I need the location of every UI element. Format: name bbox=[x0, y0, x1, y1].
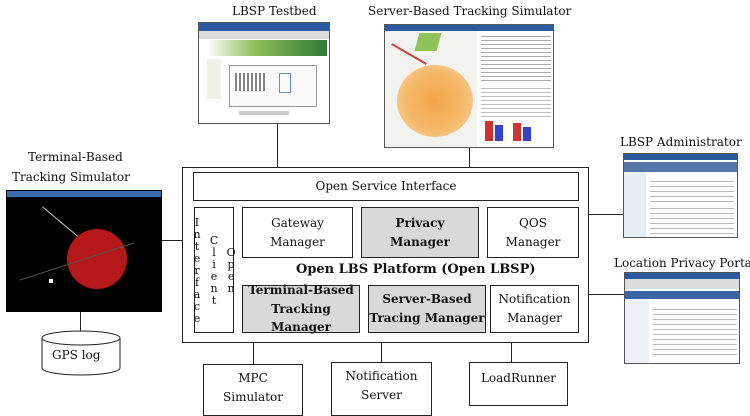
open-client-interface-label: Open Client Interface bbox=[190, 216, 238, 324]
server-tracing-line1: Server-Based bbox=[382, 292, 472, 307]
open-service-interface-label: Open Service Interface bbox=[315, 179, 457, 194]
mpc-connector bbox=[253, 342, 254, 364]
open-client-interface-box: Open Client Interface bbox=[190, 207, 238, 333]
notification-manager-line2: Manager bbox=[507, 311, 562, 325]
testbed-screenshot bbox=[198, 22, 330, 124]
server-sim-connector bbox=[469, 148, 470, 168]
mpc-line2: Simulator bbox=[223, 389, 283, 404]
privacy-portal-caption: Location Privacy Portal bbox=[614, 256, 750, 270]
mpc-simulator-box: MPC Simulator bbox=[203, 364, 303, 416]
loadrunner-label: LoadRunner bbox=[480, 371, 557, 385]
qos-manager-line1: QOS bbox=[519, 215, 547, 230]
open-service-interface-box: Open Service Interface bbox=[193, 172, 579, 201]
testbed-caption: LBSP Testbed bbox=[232, 4, 317, 18]
qos-manager-line2: Manager bbox=[505, 234, 561, 249]
administrator-connector bbox=[588, 214, 623, 215]
privacy-portal-connector bbox=[588, 294, 624, 295]
server-tracing-line2: Tracing Manager bbox=[369, 311, 485, 325]
terminal-sim-connector bbox=[162, 240, 194, 241]
privacy-manager-line2: Manager bbox=[390, 234, 450, 249]
mpc-line1: MPC bbox=[238, 371, 268, 385]
gps-log-database-icon bbox=[41, 330, 121, 376]
terminal-tracking-line1: Terminal-Based bbox=[248, 283, 354, 298]
server-sim-screenshot bbox=[384, 24, 554, 148]
qos-manager-box: QOS Manager bbox=[487, 207, 579, 258]
loadrunner-box: LoadRunner bbox=[469, 362, 568, 406]
gateway-manager-line2: Manager bbox=[270, 234, 325, 249]
server-sim-caption: Server-Based Tracking Simulator bbox=[368, 4, 572, 18]
testbed-connector bbox=[277, 124, 278, 168]
notification-server-line1: Notification bbox=[345, 369, 418, 383]
gps-connector bbox=[80, 312, 81, 334]
gateway-manager-line1: Gateway bbox=[271, 215, 324, 230]
administrator-screenshot bbox=[623, 153, 738, 238]
privacy-manager-line1: Privacy bbox=[395, 215, 445, 230]
privacy-portal-screenshot bbox=[624, 272, 740, 364]
administrator-caption: LBSP Administrator bbox=[620, 135, 742, 149]
terminal-sim-screenshot bbox=[6, 190, 162, 312]
terminal-sim-caption-2: Tracking Simulator bbox=[12, 170, 130, 184]
platform-title: Open LBS Platform (Open LBSP) bbox=[296, 262, 536, 277]
gps-log-label: GPS log bbox=[52, 348, 101, 362]
notification-manager-line1: Notification bbox=[498, 292, 571, 307]
notification-server-line2: Server bbox=[361, 387, 402, 402]
notification-server-connector bbox=[381, 342, 382, 362]
loadrunner-connector bbox=[511, 342, 512, 362]
terminal-tracking-line2: Tracking Manager bbox=[271, 301, 331, 335]
terminal-sim-caption-1: Terminal-Based bbox=[28, 150, 123, 164]
